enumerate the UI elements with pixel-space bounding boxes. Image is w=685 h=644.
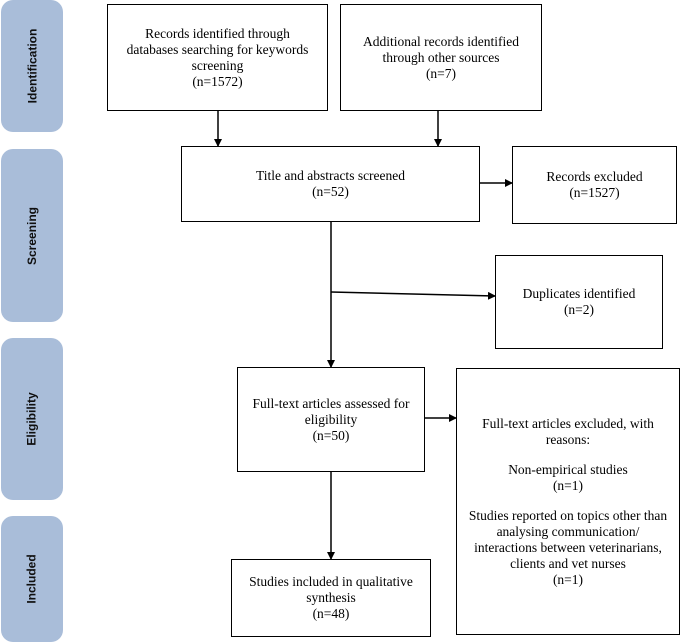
reason-1-label: Non-empirical studies	[508, 461, 628, 477]
additional-records-line-1: Additional records identified	[363, 33, 519, 49]
fulltext-excluded-heading-2: reasons:	[545, 431, 591, 447]
included-line-1: Studies included in qualitative	[249, 574, 413, 589]
reason-2-count: (n=1)	[552, 571, 584, 587]
reason-2-line-2: analysing communication/	[496, 523, 640, 539]
included-box: Studies included in qualitative synthesi…	[231, 559, 431, 637]
records-excluded-line-1: Records excluded	[546, 169, 643, 184]
reason-2-line-4: clients and vet nurses	[510, 555, 626, 571]
duplicates-line-1: Duplicates identified	[522, 286, 636, 301]
additional-records-box: Additional records identified through ot…	[340, 4, 542, 111]
phase-included: Included	[1, 516, 63, 642]
records-excluded-box: Records excluded (n=1527)	[512, 146, 677, 224]
fulltext-assessed-count: (n=50)	[312, 427, 350, 443]
screened-count: (n=52)	[312, 184, 349, 199]
fulltext-excluded-heading-1: Full-text articles excluded, with	[482, 415, 654, 431]
records-excluded-count: (n=1527)	[569, 185, 620, 200]
included-line-2: synthesis	[306, 590, 356, 605]
phase-eligibility: Eligibility	[1, 338, 63, 500]
duplicates-box: Duplicates identified (n=2)	[495, 255, 663, 349]
reason-2-line-3: interactions between veterinarians,	[474, 539, 662, 555]
duplicates-count: (n=2)	[563, 302, 595, 317]
records-identified-line-3: screening	[191, 57, 244, 73]
reason-1-count: (n=1)	[552, 477, 584, 493]
additional-records-line-2: through other sources	[382, 49, 500, 65]
records-identified-box: Records identified through databases sea…	[107, 4, 328, 111]
phase-screening: Screening	[1, 149, 63, 322]
reason-2-line-1: Studies reported on topics other than	[468, 507, 668, 523]
fulltext-excluded-box: Full-text articles excluded, with reason…	[456, 368, 680, 635]
screened-line-1: Title and abstracts screened	[255, 168, 406, 183]
fulltext-assessed-box: Full-text articles assessed for eligibil…	[237, 367, 425, 472]
fulltext-assessed-line-1: Full-text articles assessed for	[252, 395, 410, 411]
fulltext-assessed-line-2: eligibility	[304, 411, 358, 427]
phase-identification: Identification	[1, 0, 63, 132]
records-identified-line-1: Records identified through	[145, 25, 290, 41]
included-count: (n=48)	[312, 606, 350, 621]
records-identified-line-2: databases searching for keywords	[126, 41, 309, 57]
screened-box: Title and abstracts screened (n=52)	[181, 146, 480, 222]
records-identified-count: (n=1572)	[192, 73, 243, 89]
additional-records-count: (n=7)	[425, 65, 457, 81]
arrow-to-duplicates	[330, 291, 496, 300]
